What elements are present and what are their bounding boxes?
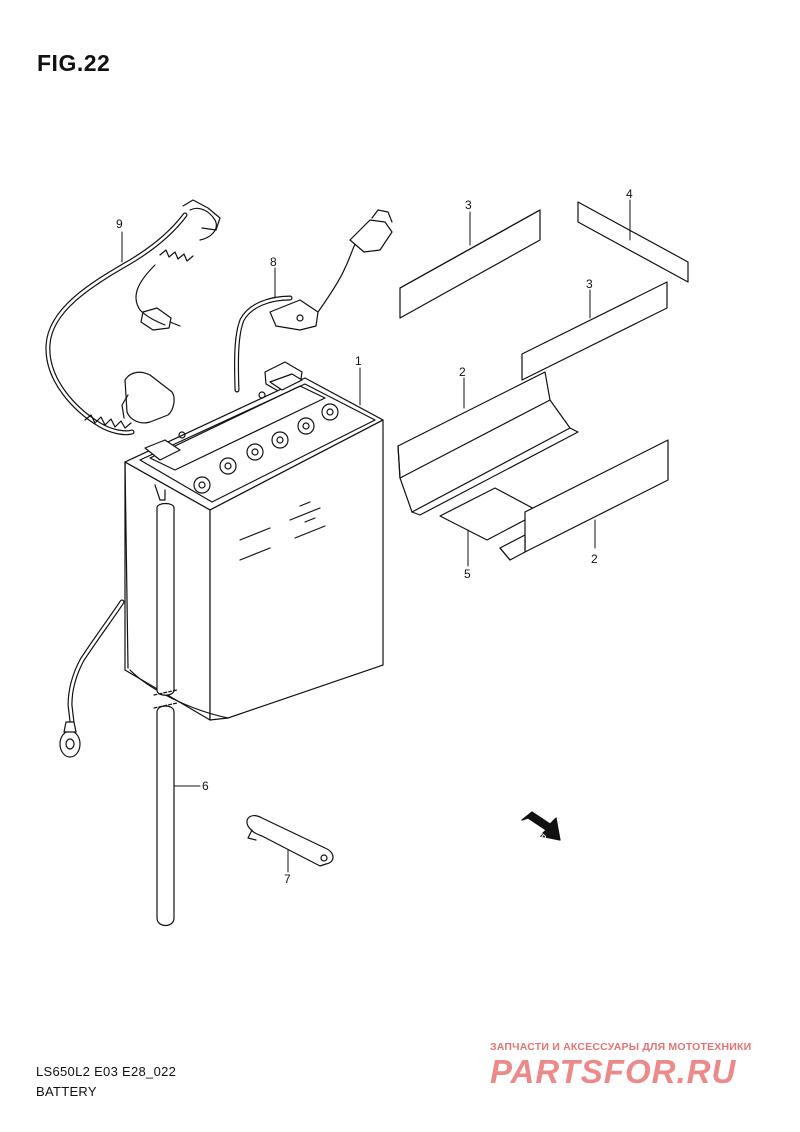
callout-2-rear: 2 xyxy=(591,552,598,566)
callout-labels: 9 8 1 3 4 3 2 2 5 6 7 FWD xyxy=(116,187,633,886)
leader-lines xyxy=(121,199,631,873)
callout-7: 7 xyxy=(284,872,291,886)
callout-4: 4 xyxy=(626,187,633,201)
watermark-brand: PARTSFOR.RU xyxy=(490,1053,737,1090)
figure-title: FIG.22 xyxy=(37,50,111,76)
negative-cable xyxy=(45,199,221,758)
model-code: LS650L2 E03 E28_022 xyxy=(36,1064,177,1079)
section-name: BATTERY xyxy=(36,1084,97,1099)
callout-1: 1 xyxy=(355,354,362,368)
fwd-arrow-icon xyxy=(521,811,561,841)
callout-9: 9 xyxy=(116,217,123,231)
cushion-top xyxy=(577,201,689,283)
callout-2-front: 2 xyxy=(459,365,466,379)
cushion-upper xyxy=(399,209,541,319)
cushion-side xyxy=(521,281,668,381)
battery-case-spacer-front xyxy=(397,371,579,516)
watermark-tagline: ЗАПЧАСТИ И АКСЕССУАРЫ ДЛЯ МОТОТЕХНИКИ xyxy=(490,1041,752,1053)
positive-cable xyxy=(234,209,393,393)
callout-8: 8 xyxy=(270,255,277,269)
callout-6: 6 xyxy=(202,779,209,793)
callout-5: 5 xyxy=(464,567,471,581)
fwd-label: FWD xyxy=(530,828,547,842)
battery xyxy=(124,373,384,721)
callout-3-side: 3 xyxy=(586,277,593,291)
breather-hose xyxy=(153,502,178,927)
battery-bracket xyxy=(246,814,334,867)
callout-3-upper: 3 xyxy=(465,198,472,212)
battery-case-spacer-rear xyxy=(499,439,669,561)
